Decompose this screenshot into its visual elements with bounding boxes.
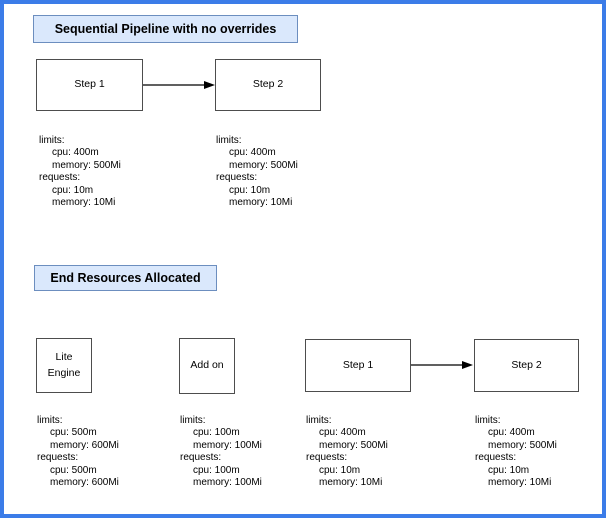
- resource-line: cpu: 400m: [229, 147, 276, 159]
- resource-line: memory: 10Mi: [52, 197, 116, 209]
- resources-step2-top: limits: cpu: 400m memory: 500Mi requests…: [216, 135, 298, 209]
- resources-add-on: limits: cpu: 100m memory: 100Mi requests…: [180, 415, 262, 489]
- node-label: Add on: [190, 359, 224, 372]
- node-label: Step 1: [74, 78, 105, 91]
- resource-line: memory: 10Mi: [229, 197, 293, 209]
- node-step1-bottom: Step 1: [305, 339, 411, 392]
- node-add-on: Add on: [179, 338, 235, 394]
- resource-line: cpu: 10m: [229, 184, 271, 196]
- resources-lite-engine: limits: cpu: 500m memory: 600Mi requests…: [37, 415, 119, 489]
- resource-line: cpu: 100m: [193, 427, 240, 439]
- node-label: Step 2: [252, 78, 284, 91]
- arrow-step1-to-step2-bottom: [411, 361, 473, 369]
- section-title-label: End Resources Allocated: [50, 271, 201, 285]
- node-label: Lite Engine: [47, 351, 81, 379]
- node-step2-bottom: Step 2: [474, 339, 579, 392]
- resource-line: memory: 500Mi: [229, 159, 298, 171]
- node-step1-top: Step 1: [36, 59, 143, 111]
- resource-line: requests:: [37, 452, 79, 464]
- resource-line: memory: 600Mi: [50, 439, 119, 451]
- resource-line: memory: 500Mi: [319, 439, 388, 451]
- node-label: Step 1: [342, 358, 374, 371]
- resource-line: cpu: 400m: [52, 147, 99, 159]
- arrow-step1-to-step2-top: [143, 81, 215, 89]
- node-step2-top: Step 2: [215, 59, 321, 111]
- resource-line: cpu: 10m: [52, 184, 94, 196]
- resource-line: limits:: [306, 415, 332, 426]
- resource-line: memory: 10Mi: [319, 477, 383, 489]
- resource-line: requests:: [475, 452, 517, 464]
- resources-step1-top: limits: cpu: 400m memory: 500Mi requests…: [39, 135, 121, 209]
- resource-line: limits:: [180, 415, 206, 426]
- resource-line: requests:: [216, 172, 258, 184]
- resource-line: limits:: [39, 135, 65, 146]
- resource-line: cpu: 10m: [319, 464, 361, 476]
- resource-line: memory: 500Mi: [52, 159, 121, 171]
- section-title-end-resources: End Resources Allocated: [34, 265, 217, 291]
- resource-line: cpu: 400m: [319, 427, 366, 439]
- resources-step2-bottom: limits: cpu: 400m memory: 500Mi requests…: [475, 415, 557, 489]
- resource-line: memory: 100Mi: [193, 477, 262, 489]
- resource-line: requests:: [180, 452, 222, 464]
- resource-line: memory: 500Mi: [488, 439, 557, 451]
- node-lite-engine: Lite Engine: [36, 338, 92, 393]
- resource-line: requests:: [306, 452, 348, 464]
- resource-line: cpu: 100m: [193, 464, 240, 476]
- resource-line: cpu: 400m: [488, 427, 535, 439]
- resource-line: cpu: 10m: [488, 464, 530, 476]
- resource-line: memory: 100Mi: [193, 439, 262, 451]
- resource-line: cpu: 500m: [50, 427, 97, 439]
- resource-line: memory: 600Mi: [50, 477, 119, 489]
- section-title-label: Sequential Pipeline with no overrides: [54, 22, 277, 36]
- resource-line: memory: 10Mi: [488, 477, 552, 489]
- resource-line: limits:: [216, 135, 242, 146]
- resource-line: requests:: [39, 172, 81, 184]
- resources-step1-bottom: limits: cpu: 400m memory: 500Mi requests…: [306, 415, 388, 489]
- node-label: Step 2: [511, 358, 542, 371]
- resource-line: cpu: 500m: [50, 464, 97, 476]
- section-title-sequential-pipeline: Sequential Pipeline with no overrides: [33, 15, 298, 43]
- resource-line: limits:: [475, 415, 501, 426]
- resource-line: limits:: [37, 415, 63, 426]
